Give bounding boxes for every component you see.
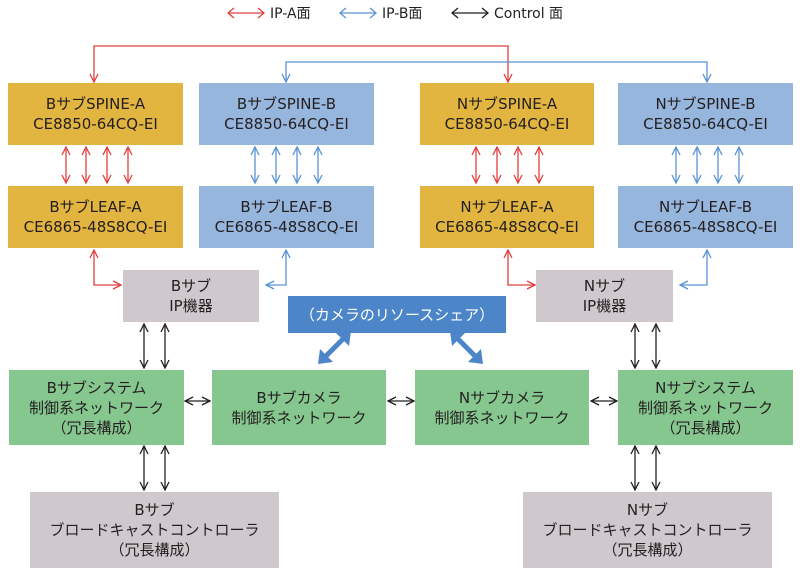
n-spine-a: NサブSPINE-A CE8850-64CQ-EI <box>420 83 594 145</box>
b-leaf-b: BサブLEAF-B CE6865-48S8CQ-EI <box>199 186 374 248</box>
b-ip-device: Bサブ IP機器 <box>123 270 259 322</box>
node-model: CE6865-48S8CQ-EI <box>633 218 778 236</box>
share-to-b-cam-arrow <box>318 331 351 364</box>
n-leaf-a: NサブLEAF-A CE6865-48S8CQ-EI <box>420 186 594 248</box>
share-to-n-cam-arrow <box>450 331 483 364</box>
node-note: （冗長構成） <box>109 541 200 559</box>
node-label: ブロードキャストコントローラ <box>542 521 753 539</box>
node-label: NサブSPINE-A <box>456 95 558 113</box>
node-model: CE8850-64CQ-EI <box>224 115 349 133</box>
node-label: NサブLEAF-A <box>460 198 554 216</box>
n-spine-b: NサブSPINE-B CE8850-64CQ-EI <box>618 83 793 145</box>
node-label: Nサブ <box>626 501 669 519</box>
legend-ip-a: IP-A面 <box>226 3 311 23</box>
legend-control: Control 面 <box>450 3 563 23</box>
node-label: 制御系ネットワーク <box>637 398 773 417</box>
node-label: BサブLEAF-A <box>49 198 142 216</box>
n-leaf-a-to-n-ip <box>508 250 535 285</box>
ip-a-spine-interconnect <box>94 45 508 82</box>
node-model: CE6865-48S8CQ-EI <box>23 218 168 236</box>
b-ip-to-sys-net-links <box>144 324 165 368</box>
node-model: CE8850-64CQ-EI <box>33 115 158 133</box>
n-sys-to-bc-links <box>635 446 656 490</box>
node-model: CE6865-48S8CQ-EI <box>435 218 579 236</box>
double-arrow-icon <box>450 7 490 19</box>
node-label: Nサブカメラ <box>458 388 546 407</box>
double-arrow-icon <box>338 7 378 19</box>
node-label: Bサブ <box>170 277 212 295</box>
n-camera-control-network: Nサブカメラ 制御系ネットワーク <box>415 370 589 445</box>
node-label: BサブLEAF-B <box>240 198 333 216</box>
b-leaf-a: BサブLEAF-A CE6865-48S8CQ-EI <box>8 186 183 248</box>
n-system-control-network: Nサブシステム 制御系ネットワーク （冗長構成） <box>618 370 793 445</box>
node-label: （カメラのリソースシェア） <box>299 305 495 324</box>
node-label: ブロードキャストコントローラ <box>49 521 260 539</box>
b-leaf-a-to-b-ip <box>94 250 121 285</box>
b-spine-leaf-b-links <box>255 147 318 183</box>
b-sys-to-bc-links <box>144 446 165 490</box>
node-note: （冗長構成） <box>660 418 751 437</box>
node-label: Bサブシステム <box>46 378 147 397</box>
b-system-control-network: Bサブシステム 制御系ネットワーク （冗長構成） <box>9 370 184 445</box>
n-spine-leaf-b-links <box>676 147 739 183</box>
node-note: （冗長構成） <box>602 541 693 559</box>
node-label: NサブLEAF-B <box>658 198 753 216</box>
n-leaf-b-to-n-ip <box>680 250 707 285</box>
camera-resource-share: （カメラのリソースシェア） <box>288 296 506 333</box>
n-leaf-b: NサブLEAF-B CE6865-48S8CQ-EI <box>618 186 793 248</box>
b-camera-control-network: Bサブカメラ 制御系ネットワーク <box>212 370 386 445</box>
ip-b-spine-interconnect <box>286 61 707 82</box>
legend-label: Control 面 <box>494 6 564 22</box>
node-label: NサブSPINE-B <box>655 95 756 113</box>
node-model: CE8850-64CQ-EI <box>444 115 570 133</box>
double-arrow-icon <box>226 7 266 19</box>
b-spine-a: BサブSPINE-A CE8850-64CQ-EI <box>8 83 183 145</box>
node-model: CE8850-64CQ-EI <box>643 115 768 133</box>
b-spine-leaf-a-links <box>66 147 128 183</box>
node-model: CE6865-48S8CQ-EI <box>214 218 359 236</box>
node-label: Bサブ <box>134 501 175 519</box>
node-note: （冗長構成） <box>51 418 142 437</box>
node-label: 制御系ネットワーク <box>231 408 367 427</box>
node-label: BサブSPINE-B <box>236 95 337 113</box>
n-spine-leaf-a-links <box>476 147 539 183</box>
node-label: Nサブシステム <box>655 378 756 397</box>
node-label: IP機器 <box>582 297 627 315</box>
n-ip-to-sys-net-links <box>635 324 656 368</box>
b-broadcast-controller: Bサブ ブロードキャストコントローラ （冗長構成） <box>30 492 279 568</box>
legend-label: IP-A面 <box>270 6 311 22</box>
node-label: Nサブ <box>583 277 626 295</box>
node-label: IP機器 <box>169 297 213 315</box>
node-label: BサブSPINE-A <box>45 95 146 113</box>
node-label: 制御系ネットワーク <box>434 408 570 427</box>
n-ip-device: Nサブ IP機器 <box>536 270 673 322</box>
legend-label: IP-B面 <box>382 6 423 22</box>
b-leaf-b-to-b-ip <box>266 250 286 285</box>
legend-ip-b: IP-B面 <box>338 3 422 23</box>
node-label: 制御系ネットワーク <box>28 398 164 417</box>
n-broadcast-controller: Nサブ ブロードキャストコントローラ （冗長構成） <box>523 492 772 568</box>
node-label: Bサブカメラ <box>256 388 342 407</box>
b-spine-b: BサブSPINE-B CE8850-64CQ-EI <box>199 83 374 145</box>
